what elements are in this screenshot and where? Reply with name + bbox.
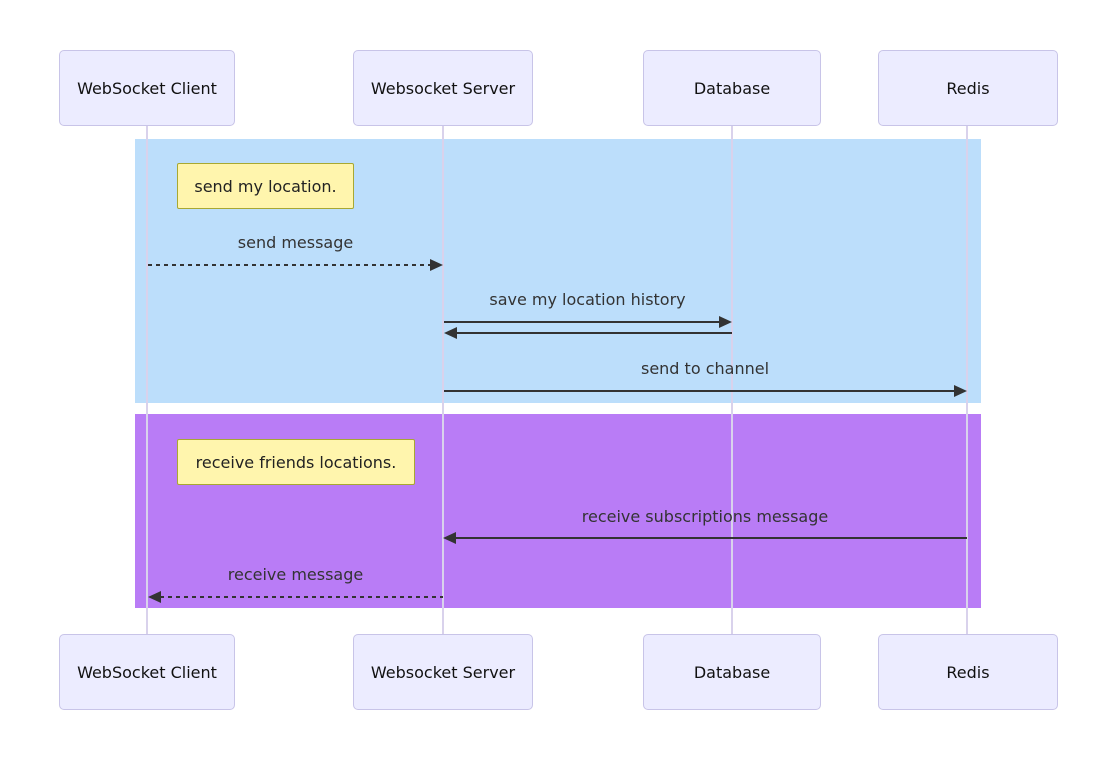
lifeline-websocket-client <box>146 126 148 634</box>
message-label-receive-message: receive message <box>227 565 364 584</box>
actor-database-top: Database <box>643 50 821 126</box>
message-label-receive-subscriptions-message: receive subscriptions message <box>581 507 829 526</box>
actor-websocket-client-bottom: WebSocket Client <box>59 634 235 710</box>
actor-label: WebSocket Client <box>77 662 217 682</box>
message-label-send-message: send message <box>237 233 354 252</box>
actor-websocket-client-top: WebSocket Client <box>59 50 235 126</box>
arrowhead-left-icon <box>444 327 457 339</box>
actor-redis-top: Redis <box>878 50 1058 126</box>
actor-label: Redis <box>946 78 990 98</box>
message-line-save-my-location-history <box>444 321 720 323</box>
actor-label: Websocket Server <box>370 662 516 682</box>
arrowhead-right-icon <box>719 316 732 328</box>
note-send-my-location: send my location. <box>177 163 354 209</box>
arrowhead-left-icon <box>148 591 161 603</box>
arrowhead-left-icon <box>443 532 456 544</box>
note-receive-friends-locations: receive friends locations. <box>177 439 415 485</box>
message-line-send-message <box>148 264 431 266</box>
message-line-database-return <box>456 332 732 334</box>
actor-websocket-server-bottom: Websocket Server <box>353 634 533 710</box>
actor-websocket-server-top: Websocket Server <box>353 50 533 126</box>
message-line-receive-subscriptions-message <box>455 537 967 539</box>
arrowhead-right-icon <box>430 259 443 271</box>
note-text: send my location. <box>194 176 337 196</box>
actor-label: WebSocket Client <box>77 78 217 98</box>
actor-label: Redis <box>946 662 990 682</box>
lifeline-websocket-server <box>442 126 444 634</box>
message-label-send-to-channel: send to channel <box>640 359 770 378</box>
lifeline-database <box>731 126 733 634</box>
message-line-send-to-channel <box>444 390 955 392</box>
message-label-save-my-location-history: save my location history <box>489 290 686 309</box>
lifeline-redis <box>966 126 968 634</box>
note-text: receive friends locations. <box>195 452 397 472</box>
actor-label: Database <box>693 78 771 98</box>
actor-label: Database <box>693 662 771 682</box>
actor-label: Websocket Server <box>370 78 516 98</box>
actor-redis-bottom: Redis <box>878 634 1058 710</box>
actor-database-bottom: Database <box>643 634 821 710</box>
message-line-receive-message <box>160 596 443 598</box>
arrowhead-right-icon <box>954 385 967 397</box>
